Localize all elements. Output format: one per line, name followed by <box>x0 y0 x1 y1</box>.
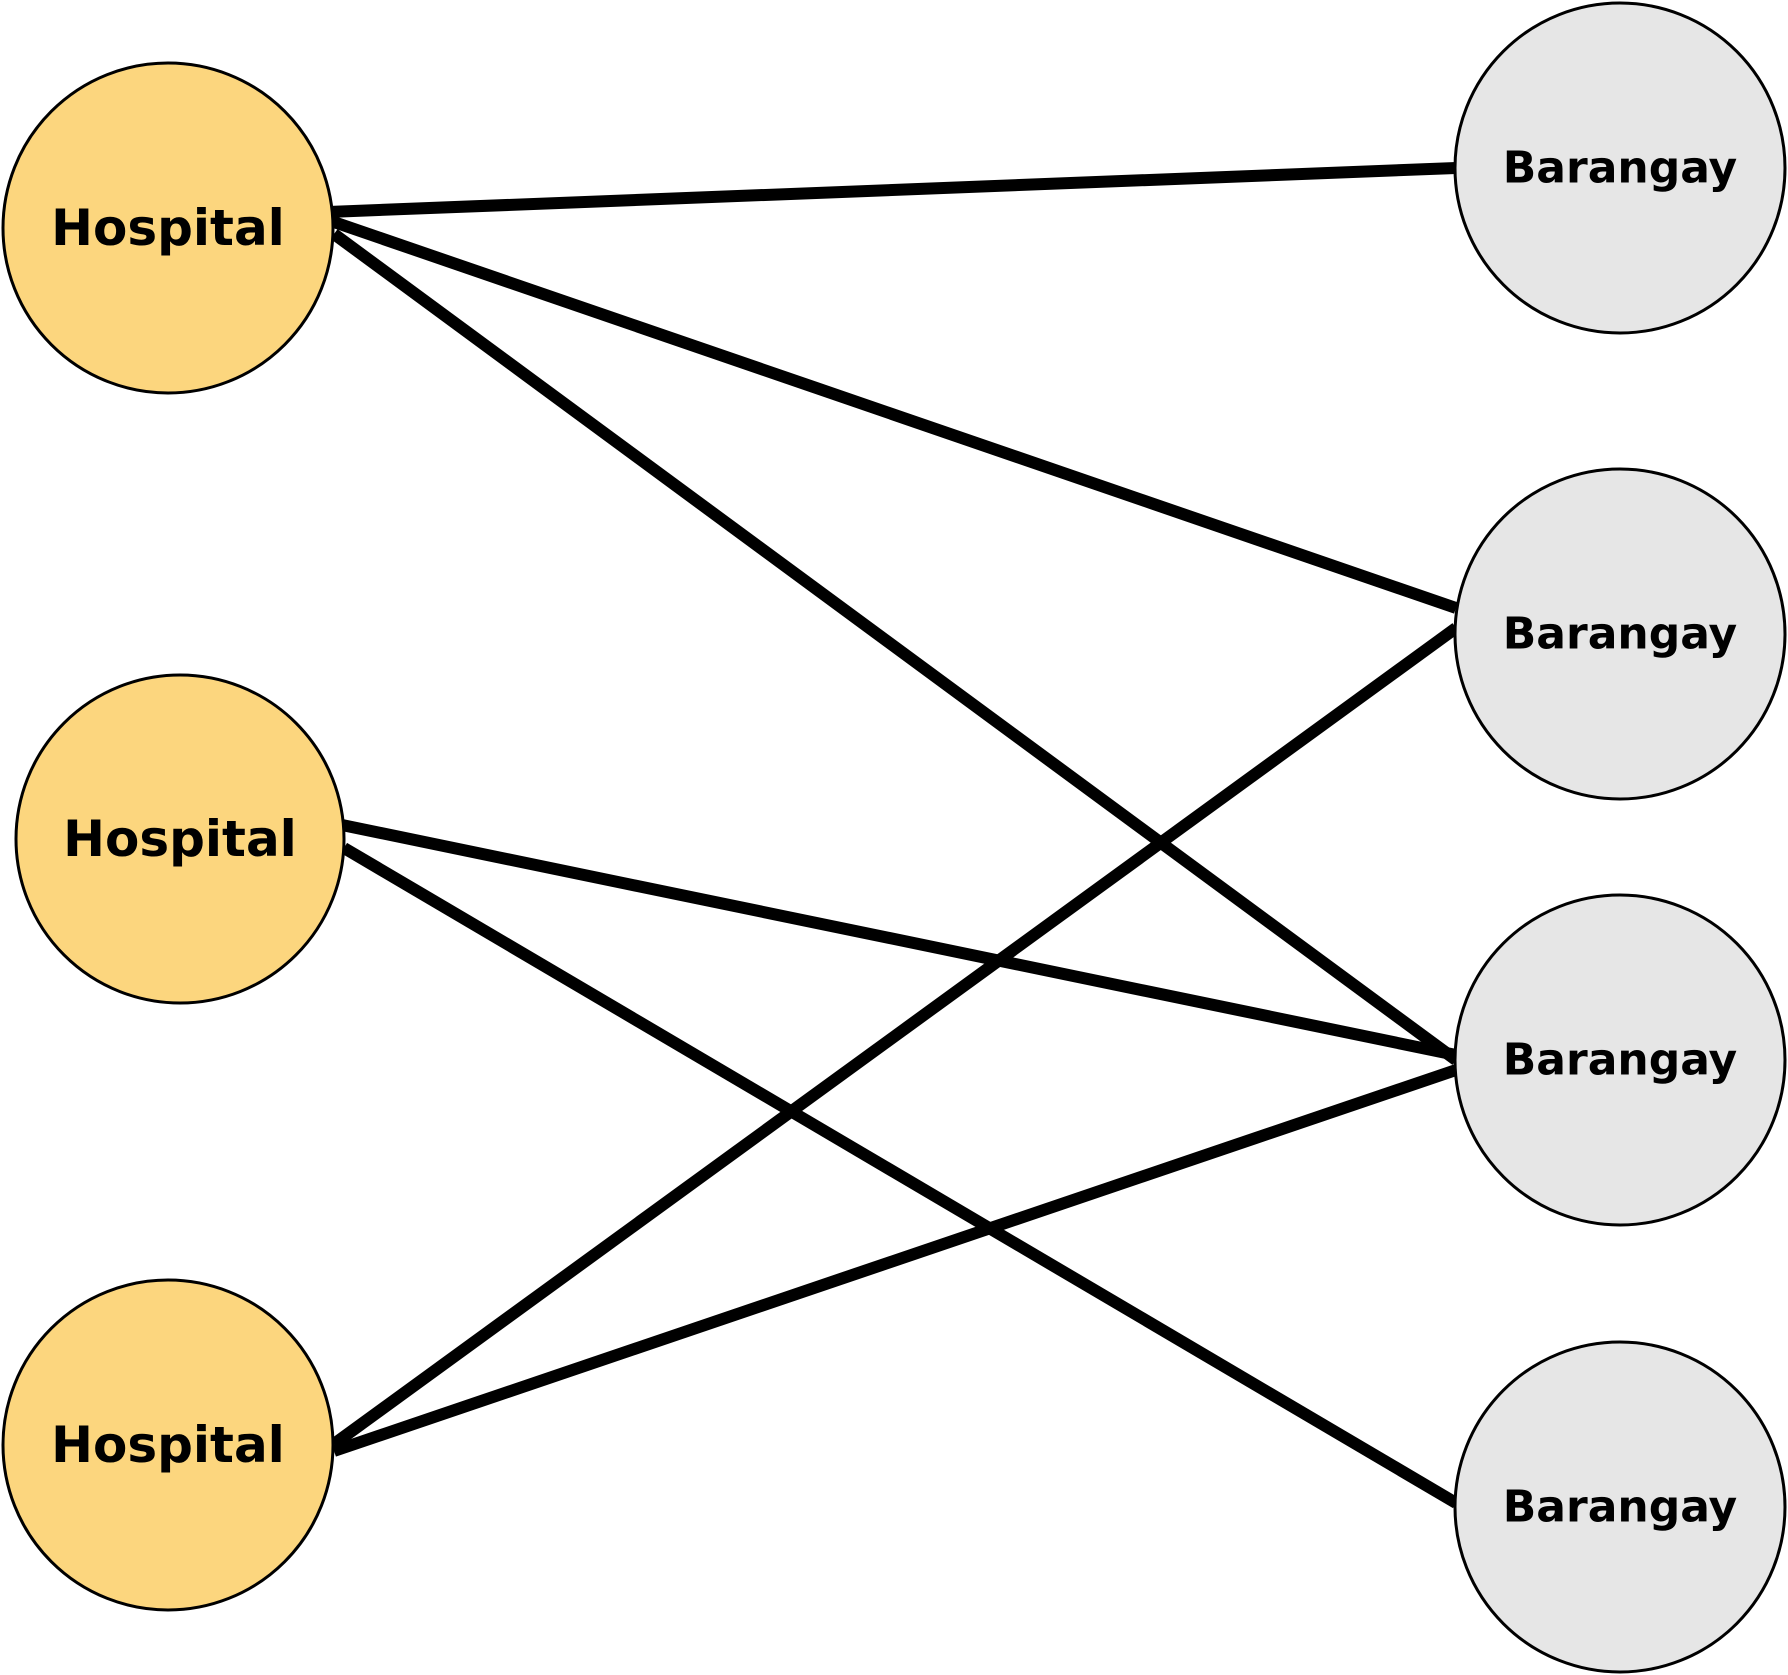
hospital-node: Hospital <box>14 673 346 1005</box>
hospital-node-label: Hospital <box>63 810 297 868</box>
edge-h3-b3 <box>332 1064 1458 1457</box>
barangay-node: Barangay <box>1453 1340 1787 1674</box>
barangay-node-circle <box>1453 1340 1787 1674</box>
edge-h3-b2 <box>330 623 1460 1449</box>
edge-h1-b1 <box>327 162 1457 218</box>
barangay-node-label: Barangay <box>1503 143 1737 194</box>
barangay-node: Barangay <box>1453 1 1787 335</box>
hospital-node-circle <box>14 673 346 1005</box>
hospital-node-circle <box>1 1278 335 1612</box>
edge-h2-b4 <box>340 842 1460 1509</box>
barangay-node-label: Barangay <box>1503 1035 1737 1086</box>
edge-h1-b2 <box>326 214 1458 614</box>
hospital-node-circle <box>1 61 335 395</box>
hospital-node: Hospital <box>1 1278 335 1612</box>
hospital-node: Hospital <box>1 61 335 395</box>
barangay-node-label: Barangay <box>1503 1482 1737 1533</box>
edge-h2-b3 <box>340 819 1458 1061</box>
barangay-node: Barangay <box>1453 467 1787 801</box>
edge-h1-b3 <box>330 229 1460 1065</box>
barangay-node-circle <box>1453 467 1787 801</box>
barangay-node: Barangay <box>1453 893 1787 1227</box>
barangay-node-label: Barangay <box>1503 609 1737 660</box>
hospital-node-label: Hospital <box>51 199 285 257</box>
edges-layer <box>326 162 1460 1509</box>
barangay-node-circle <box>1453 1 1787 335</box>
hospital-node-label: Hospital <box>51 1416 285 1474</box>
barangay-node-circle <box>1453 893 1787 1227</box>
